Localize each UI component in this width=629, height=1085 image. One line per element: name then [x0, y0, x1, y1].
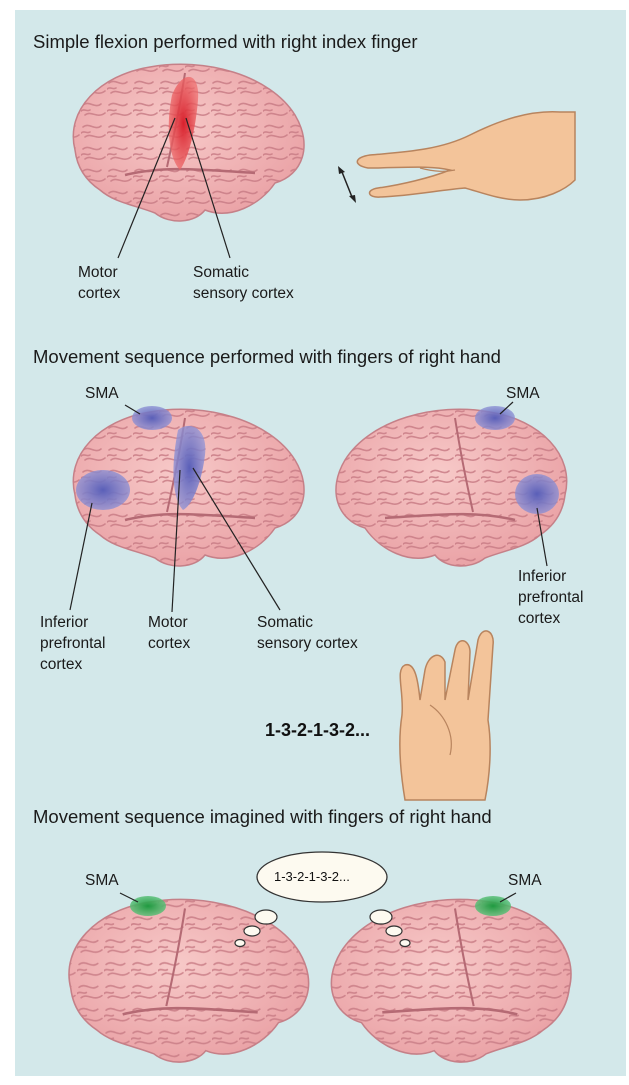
panel3-title: Movement sequence imagined with fingers …: [33, 806, 492, 828]
label-line: Inferior: [518, 566, 583, 587]
label-somatic-sensory-cortex-1: Somatic sensory cortex: [193, 262, 294, 304]
leader-prefrontal-left-2: [70, 503, 92, 610]
label-somatic-sensory-cortex-2: Somatic sensory cortex: [257, 612, 358, 654]
label-line: prefrontal: [518, 587, 583, 608]
panel2-title: Movement sequence performed with fingers…: [33, 346, 501, 368]
label-line: Motor: [148, 612, 190, 633]
label-line: Somatic: [257, 612, 358, 633]
label-motor-cortex-1: Motor cortex: [78, 262, 120, 304]
panel1-title: Simple flexion performed with right inde…: [33, 31, 418, 53]
label-line: cortex: [40, 654, 105, 675]
label-inferior-prefrontal-left-2: Inferior prefrontal cortex: [40, 612, 105, 675]
label-inferior-prefrontal-right-2: Inferior prefrontal cortex: [518, 566, 583, 629]
label-line: sensory cortex: [193, 283, 294, 304]
label-line: cortex: [518, 608, 583, 629]
brain-panel3-right: [331, 896, 571, 1062]
leader-sma-left-2: [125, 405, 140, 414]
label-line: Motor: [78, 262, 120, 283]
label-motor-cortex-2: Motor cortex: [148, 612, 190, 654]
movement-sequence-text: 1-3-2-1-3-2...: [265, 720, 370, 741]
thought-bubble-text: 1-3-2-1-3-2...: [274, 869, 350, 884]
label-sma-left-2: SMA: [85, 383, 119, 404]
brain-panel1: [73, 64, 304, 221]
activation-sma-blue-right: [475, 406, 515, 430]
leader-sma-left-3: [120, 893, 138, 902]
double-arrow-icon: [338, 166, 356, 203]
label-sma-right-2: SMA: [506, 383, 540, 404]
label-line: sensory cortex: [257, 633, 358, 654]
label-line: cortex: [78, 283, 120, 304]
activation-prefrontal-blue-left: [76, 470, 130, 510]
label-sma-left-3: SMA: [85, 870, 119, 891]
brain-panel2-right: [336, 406, 567, 566]
label-line: cortex: [148, 633, 190, 654]
activation-sma-blue-left: [132, 406, 172, 430]
label-line: Inferior: [40, 612, 105, 633]
brain-panel2-left: [73, 406, 304, 566]
finger-flexion-hand-icon: [357, 112, 575, 200]
activation-sma-green-left: [130, 896, 166, 916]
label-line: prefrontal: [40, 633, 105, 654]
label-sma-right-3: SMA: [508, 870, 542, 891]
label-line: Somatic: [193, 262, 294, 283]
sequence-hand-icon: [400, 631, 493, 800]
